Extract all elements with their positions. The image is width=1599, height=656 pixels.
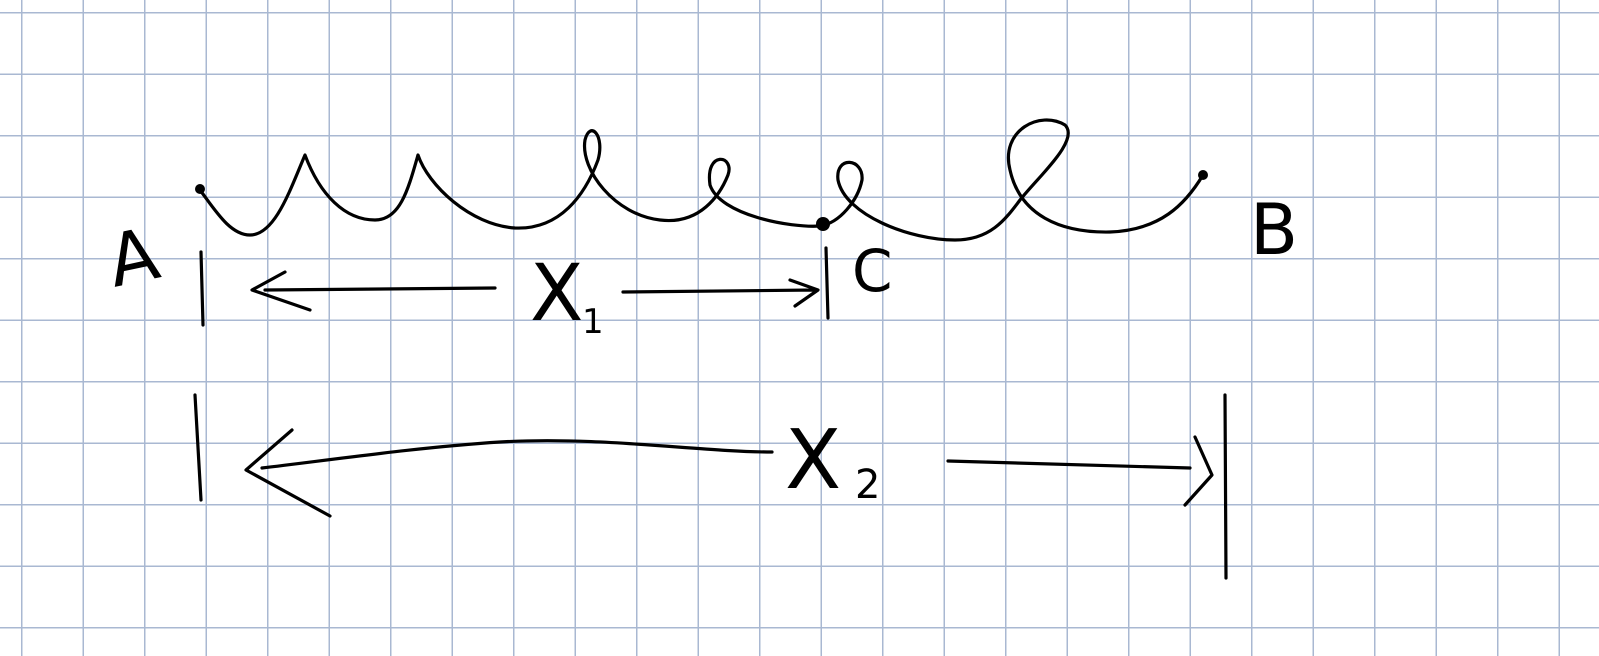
x2-right-tick — [1223, 393, 1228, 580]
x1-right-tick — [824, 246, 830, 320]
point-a-label: A — [100, 211, 166, 303]
x1-left-tick — [199, 250, 205, 327]
x2-label: X — [785, 413, 841, 508]
x1-right-arrow — [621, 278, 820, 308]
x2-right-arrow — [946, 435, 1214, 507]
x1-left-arrow — [250, 270, 497, 312]
coiled-spring — [198, 118, 1205, 242]
point-c-label: C — [852, 237, 893, 305]
point-b-dot — [1198, 170, 1208, 180]
point-b-label: B — [1250, 189, 1298, 271]
x1-subscript: 1 — [582, 302, 604, 342]
point-a-dot — [195, 184, 205, 194]
x1-label: X — [530, 249, 583, 339]
x2-subscript: 2 — [855, 462, 880, 508]
point-c-dot — [816, 217, 830, 231]
x2-left-arrow — [244, 428, 774, 518]
x2-left-tick — [193, 393, 203, 502]
